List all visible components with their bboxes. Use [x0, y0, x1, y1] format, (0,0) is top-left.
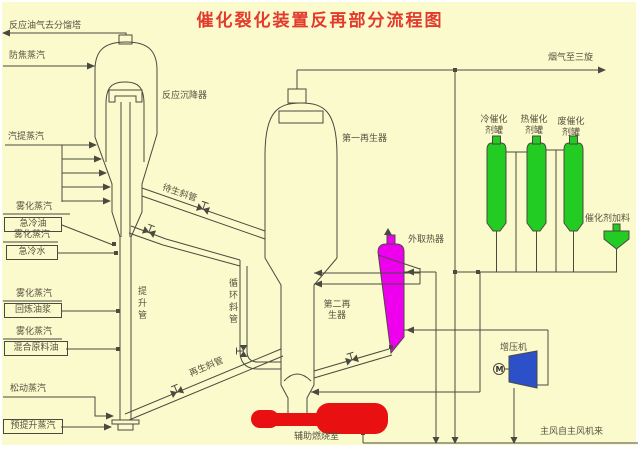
catalyst-loading-funnel	[603, 223, 630, 272]
regenerated-catalyst-pipe	[124, 348, 284, 421]
label-stripping-steam: 汽提蒸汽	[8, 132, 45, 142]
label-mixed-feed: 混合原料油	[4, 341, 68, 356]
label-second-regenerator: 第二再生器	[323, 300, 351, 321]
label-spent-tank: 废催化剂罐	[557, 117, 585, 138]
anti-coking-steam-line	[3, 62, 95, 70]
label-main-air: 主风自主风机来	[540, 427, 604, 437]
label-anti-coking-steam: 防焦蒸汽	[9, 51, 46, 61]
label-atomizing-steam-2: 雾化蒸汽	[14, 230, 51, 240]
spent-catalyst-pipe	[141, 187, 266, 240]
label-atomizing-steam-3: 雾化蒸汽	[16, 289, 53, 299]
label-aux-combustion: 辅助燃烧室	[294, 432, 340, 442]
first-regenerator-vessel	[264, 88, 338, 258]
reactor-settler-vessel	[94, 34, 158, 431]
label-first-regenerator: 第一再生器	[342, 134, 388, 144]
label-atomizing-steam-1: 雾化蒸汽	[16, 202, 53, 212]
circulating-pipe	[128, 222, 281, 370]
label-external-heat-remover: 外取热器	[408, 235, 445, 245]
motor-label: M	[496, 365, 504, 374]
label-prelift-steam: 预提升蒸汽	[3, 419, 63, 434]
feed-lines	[3, 213, 120, 431]
flue-gas-line	[296, 66, 606, 443]
label-loosening-steam: 松动蒸汽	[10, 384, 47, 394]
offgas-line	[2, 29, 127, 37]
label-cold-tank: 冷催化剂罐	[480, 115, 508, 136]
external-heat-remover-vessel	[313, 228, 421, 379]
label-riser: 提升管	[136, 286, 146, 322]
label-hot-tank: 热催化剂罐	[520, 115, 548, 136]
label-atomizing-steam-4: 雾化蒸汽	[16, 327, 53, 337]
label-flue-gas: 烟气至三旋	[548, 53, 594, 63]
aux-combustion-chamber	[251, 403, 388, 434]
label-booster: 增压机	[500, 343, 528, 353]
page-title: 催化裂化装置反再部分流程图	[196, 11, 444, 31]
label-cat-loading: 催化剂加料	[585, 214, 631, 224]
second-regenerator-vessel	[264, 257, 338, 413]
booster-compressor: M	[493, 350, 538, 443]
label-quench-oil: 急冷油	[4, 217, 62, 232]
label-recycle-slurry: 回炼油浆	[4, 303, 62, 318]
label-offgas: 反应油气去分馏塔	[9, 21, 82, 31]
label-quench-water: 急冷水	[6, 245, 58, 260]
stripping-steam-lines	[5, 141, 111, 205]
label-settler: 反应沉降器	[162, 91, 208, 101]
air-lines	[311, 268, 638, 444]
label-circulating-pipe: 循环斜管	[227, 278, 237, 326]
catalyst-tanks	[453, 135, 617, 274]
